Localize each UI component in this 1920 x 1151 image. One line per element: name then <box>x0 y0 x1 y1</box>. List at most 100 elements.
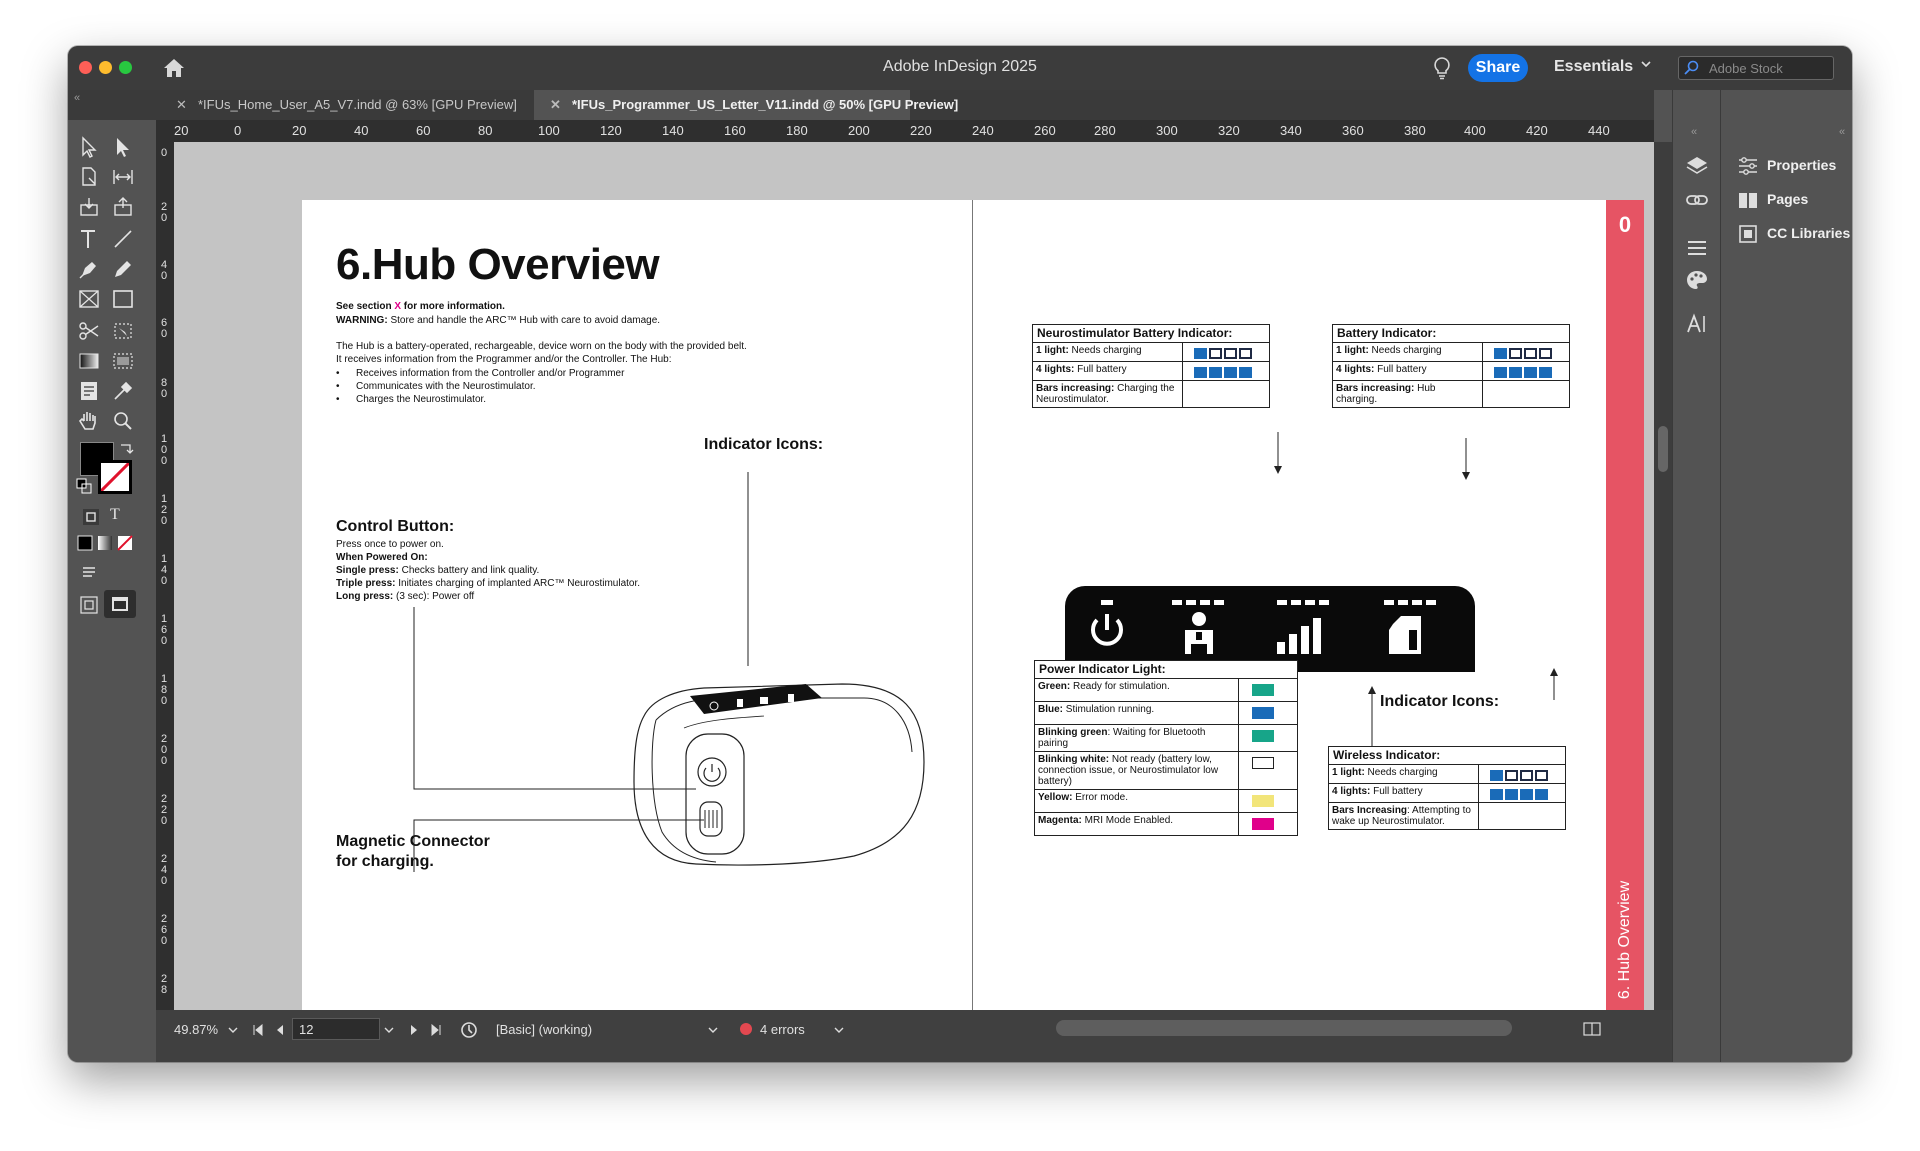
warning-text[interactable]: WARNING: Store and handle the ARC™ Hub w… <box>336 314 660 327</box>
gradient-swatch-tool-icon[interactable] <box>76 348 104 374</box>
chevron-down-icon[interactable] <box>1640 58 1652 70</box>
neurostimulator-battery-table[interactable]: Neurostimulator Battery Indicator: 1 lig… <box>1032 324 1270 408</box>
hand-tool-icon[interactable] <box>76 408 104 434</box>
tab-programmer[interactable]: ✕ *IFUs_Programmer_US_Letter_V11.indd @ … <box>534 90 958 120</box>
scissors-tool-icon[interactable] <box>76 318 104 344</box>
magnetic-connector-label[interactable]: Magnetic Connector for charging. <box>336 832 490 872</box>
character-styles-icon[interactable] <box>1685 312 1709 336</box>
ruler-label: 8 0 <box>160 377 168 400</box>
screen-mode-icon[interactable] <box>80 564 98 582</box>
horizontal-ruler[interactable]: 20 0 20 40 60 80 100 120 140 160 180 200… <box>174 120 1654 142</box>
tab-home-user[interactable]: ✕ *IFUs_Home_User_A5_V7.indd @ 63% [GPU … <box>176 90 536 120</box>
row-text: Hub charging. <box>1336 383 1436 405</box>
page-number-field[interactable]: 12 <box>292 1018 380 1040</box>
row-label: Yellow: <box>1038 792 1073 803</box>
formatting-text-icon[interactable]: T <box>110 506 120 523</box>
rectangle-frame-tool-icon[interactable] <box>76 286 104 312</box>
last-page-icon[interactable] <box>430 1024 442 1036</box>
control-button-text[interactable]: Press once to power on. When Powered On:… <box>336 538 640 603</box>
apply-gradient-icon[interactable] <box>96 534 114 552</box>
control-button-heading[interactable]: Control Button: <box>336 518 455 535</box>
paragraph-styles-icon[interactable] <box>1685 236 1709 260</box>
see-section-note[interactable]: See section X for more information. <box>336 300 505 313</box>
horizontal-scrollbar-thumb[interactable] <box>1056 1020 1512 1036</box>
minimize-window-button[interactable] <box>99 61 112 74</box>
swatches-icon[interactable] <box>1685 268 1709 292</box>
close-tab-icon[interactable]: ✕ <box>550 97 561 112</box>
free-transform-tool-icon[interactable] <box>110 318 138 344</box>
pasteboard[interactable]: 6.Hub Overview See section X for more in… <box>174 142 1654 1010</box>
text-line: It receives information from the Program… <box>336 354 672 365</box>
gradient-feather-tool-icon[interactable] <box>110 348 138 374</box>
hub-device-illustration[interactable] <box>404 452 1004 872</box>
default-colors-icon[interactable] <box>76 478 92 494</box>
gap-tool-icon[interactable] <box>110 164 138 190</box>
error-count[interactable]: 4 errors <box>760 1022 805 1037</box>
zoom-window-button[interactable] <box>119 61 132 74</box>
adobe-stock-search[interactable]: Adobe Stock <box>1678 56 1834 80</box>
row-text: Full battery <box>1074 364 1127 375</box>
zoom-level[interactable]: 49.87% <box>174 1022 219 1037</box>
direct-selection-tool-icon[interactable] <box>110 134 138 160</box>
stroke-color-swatch[interactable] <box>98 460 132 494</box>
vertical-ruler[interactable]: 0 2 0 4 0 6 0 8 0 1 0 0 1 2 0 1 4 0 1 6 … <box>156 142 174 1010</box>
pen-tool-icon[interactable] <box>76 256 104 282</box>
chevron-down-icon[interactable] <box>708 1026 718 1034</box>
selection-tool-icon[interactable] <box>76 134 104 160</box>
pencil-tool-icon[interactable] <box>110 256 138 282</box>
table-row: 1 light: Needs charging <box>1328 764 1566 784</box>
intro-paragraph[interactable]: The Hub is a battery-operated, rechargea… <box>336 340 747 366</box>
vertical-scrollbar[interactable] <box>1654 142 1672 1010</box>
layers-icon[interactable] <box>1685 154 1709 178</box>
page-left[interactable] <box>302 200 972 1010</box>
power-indicator-table[interactable]: Power Indicator Light: Green: Ready for … <box>1034 660 1298 836</box>
apply-color-icon[interactable] <box>76 534 94 552</box>
preview-mode-icon[interactable] <box>104 590 136 618</box>
ruler-label: 380 <box>1404 123 1426 138</box>
chevron-down-icon[interactable] <box>834 1026 844 1034</box>
split-window-icon[interactable] <box>1582 1020 1602 1038</box>
hub-bullet-list[interactable]: •Receives information from the Controlle… <box>336 367 624 406</box>
chevron-down-icon[interactable] <box>228 1026 238 1034</box>
content-placer-icon[interactable] <box>110 194 138 220</box>
ruler-origin[interactable] <box>156 120 174 142</box>
collapse-toolbox-icon[interactable]: « <box>74 92 81 104</box>
indicator-icons-label[interactable]: Indicator Icons: <box>704 436 824 453</box>
zoom-tool-icon[interactable] <box>110 408 138 434</box>
document-tabs: « ✕ *IFUs_Home_User_A5_V7.indd @ 63% [GP… <box>68 90 1654 120</box>
content-collector-icon[interactable] <box>76 194 104 220</box>
chevron-down-icon[interactable] <box>384 1026 394 1034</box>
wireless-indicator-table[interactable]: Wireless Indicator: 1 light: Needs charg… <box>1328 746 1566 830</box>
close-window-button[interactable] <box>79 61 92 74</box>
eyedropper-tool-icon[interactable] <box>110 378 138 404</box>
hub-indicator-panel[interactable] <box>1065 586 1475 672</box>
previous-page-icon[interactable] <box>274 1024 286 1036</box>
note-tool-icon[interactable] <box>76 378 104 404</box>
next-page-icon[interactable] <box>408 1024 420 1036</box>
right-indicator-icons-label[interactable]: Indicator Icons: <box>1380 693 1500 710</box>
preflight-profile[interactable]: [Basic] (working) <box>496 1022 593 1037</box>
lightbulb-icon[interactable] <box>1432 56 1452 80</box>
workspace-switcher[interactable]: Essentials <box>1554 58 1634 75</box>
type-tool-icon[interactable] <box>76 226 104 252</box>
collapse-dock-icon[interactable]: « <box>1691 126 1698 138</box>
rectangle-tool-icon[interactable] <box>110 286 138 312</box>
page-title[interactable]: 6.Hub Overview <box>336 240 660 289</box>
collapse-panels-icon[interactable]: « <box>1839 126 1846 138</box>
close-tab-icon[interactable]: ✕ <box>176 97 187 112</box>
row-text: Error mode. <box>1072 792 1129 803</box>
preflight-icon[interactable] <box>460 1021 478 1039</box>
vertical-scrollbar-thumb[interactable] <box>1658 426 1668 472</box>
home-icon[interactable] <box>163 58 185 78</box>
first-page-icon[interactable] <box>252 1024 264 1036</box>
table-row: 4 lights: Full battery <box>1032 361 1270 381</box>
line-tool-icon[interactable] <box>110 226 138 252</box>
apply-none-icon[interactable] <box>116 534 134 552</box>
normal-view-icon[interactable] <box>78 594 100 616</box>
links-icon[interactable] <box>1685 188 1709 212</box>
swap-colors-icon[interactable] <box>118 440 134 456</box>
formatting-container-icon[interactable] <box>82 508 100 526</box>
share-button[interactable]: Share <box>1468 54 1528 82</box>
battery-indicator-table[interactable]: Battery Indicator: 1 light: Needs chargi… <box>1332 324 1570 408</box>
page-tool-icon[interactable] <box>76 164 104 190</box>
